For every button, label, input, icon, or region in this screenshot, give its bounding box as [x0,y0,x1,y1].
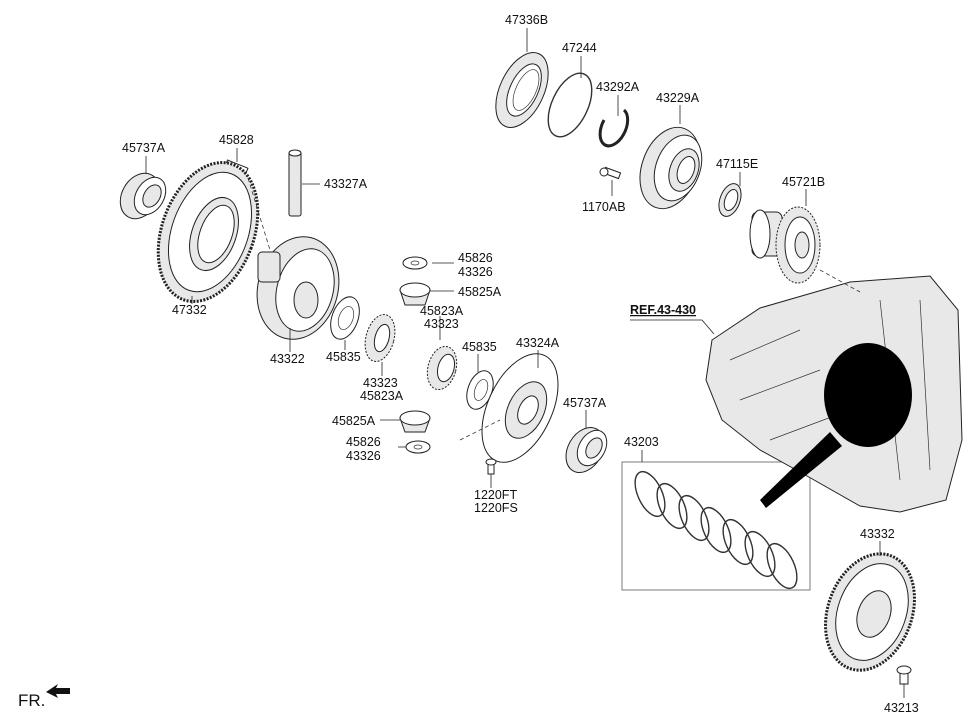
label-43327A: 43327A [324,177,368,191]
label-45835-right: 45835 [462,340,497,354]
ring-gear-47332[interactable] [140,149,276,316]
label-47244: 47244 [562,41,597,55]
label-43326-top: 43326 [458,265,493,279]
front-arrow-icon [46,684,70,698]
washer-45835-right[interactable] [462,367,498,413]
label-45825A-bottom: 45825A [332,414,376,428]
label-43323-bottom: 43323 [363,376,398,390]
ref-label[interactable]: REF.43-430 [630,303,696,317]
bolt-1220FT[interactable] [485,458,497,475]
label-1220FT: 1220FT [474,488,517,502]
label-45825A-top: 45825A [458,285,502,299]
label-43292A: 43292A [596,80,640,94]
label-43324A: 43324A [516,336,560,350]
seal-47336B[interactable] [485,44,559,135]
label-43332: 43332 [860,527,895,541]
bolt-43213[interactable] [896,665,912,685]
front-label: FR. [18,691,45,710]
ring-47115E[interactable] [715,181,745,220]
diff-case-43322[interactable] [246,227,350,348]
side-gear-45823A-center[interactable] [423,343,461,393]
washer-45826-bottom[interactable] [405,440,431,454]
leader-lines [145,28,905,698]
label-45828: 45828 [219,133,254,147]
label-45737A-top: 45737A [122,141,166,155]
shaft-43327A[interactable] [288,149,302,217]
front-indicator: FR. [18,684,70,710]
shim-set-43203[interactable] [621,461,811,593]
label-47115E: 47115E [716,157,758,171]
o-ring-47244[interactable] [539,67,600,144]
bearing-45737A-bottom[interactable] [558,421,612,480]
pinion-45825A-top[interactable] [399,282,431,306]
label-43213: 43213 [884,701,919,715]
label-45737A-bottom: 45737A [563,396,607,410]
ring-gear-43332[interactable] [810,541,930,682]
label-43229A: 43229A [656,91,700,105]
bolt-1170AB[interactable] [599,166,622,180]
bearing-45737A-top[interactable] [112,166,172,226]
side-gear-43323-left[interactable] [360,311,399,365]
label-43203: 43203 [624,435,659,449]
snap-ring-43292A[interactable] [598,108,630,148]
transmission-housing-reference [705,275,963,513]
bearing-43229A[interactable] [629,119,710,217]
label-43326-bottom: 43326 [346,449,381,463]
label-47332: 47332 [172,303,207,317]
pinion-45825A-bottom[interactable] [399,410,431,433]
washer-45826-top[interactable] [402,256,428,270]
label-45823A-bottom: 45823A [360,389,404,403]
label-45823A-top: 45823A [420,304,464,318]
label-1220FS: 1220FS [474,501,518,515]
washer-45835-left[interactable] [325,293,364,343]
label-43322: 43322 [270,352,305,366]
label-43323-top: 43323 [424,317,459,331]
gear-45721B[interactable] [749,206,821,284]
label-45835-left: 45835 [326,350,361,364]
diff-cover-43324A[interactable] [466,342,573,474]
label-45826-bottom: 45826 [346,435,381,449]
label-47336B: 47336B [505,13,548,27]
label-1170AB: 1170AB [582,200,626,214]
label-45826-top: 45826 [458,251,493,265]
label-45721B: 45721B [782,175,825,189]
